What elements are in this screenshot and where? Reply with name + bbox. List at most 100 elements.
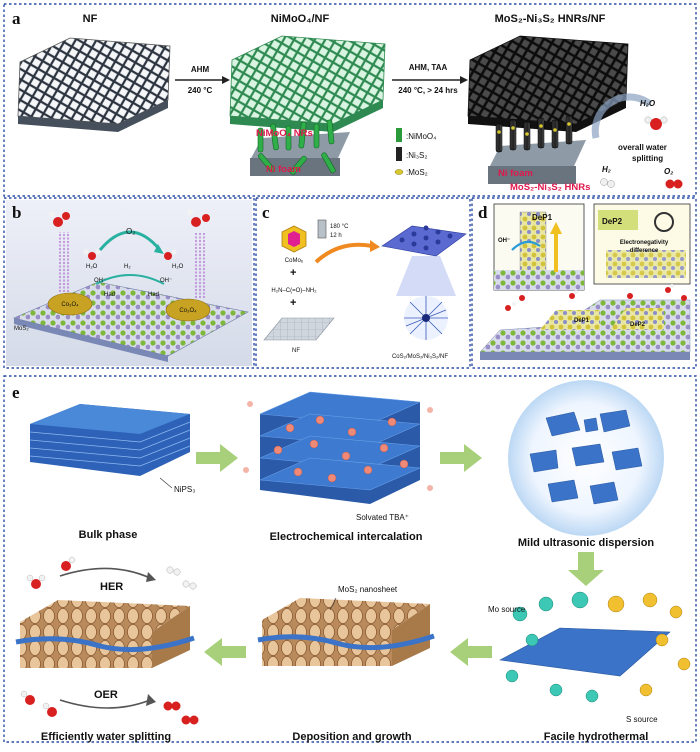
label-co3o4-left: Co₃O₄ — [61, 302, 79, 308]
label-h2: H₂ — [602, 165, 611, 174]
co3o4-right — [165, 298, 211, 322]
label-dep2: DeP2 — [602, 217, 623, 226]
autoclave — [317, 219, 327, 239]
label-urea: H₂N–C(=O)–NH₂ — [271, 288, 317, 294]
como6-cluster — [281, 225, 307, 253]
label-solvated-tba: Solvated TBA⁺ — [356, 513, 409, 522]
panel-e-frame — [3, 375, 697, 743]
h2o-molecule-a — [644, 116, 668, 130]
splitting-block — [15, 600, 195, 668]
legend-nimoo4-label: :NiMoO₄ — [406, 132, 436, 141]
label-cond1: 180 °C — [330, 224, 349, 230]
label-nips3: NiPS₃ — [174, 485, 195, 494]
step2-arrow — [392, 76, 468, 84]
dispersion-sphere — [508, 380, 664, 536]
panel-letter-d: d — [478, 203, 488, 222]
legend-ni3s2 — [396, 147, 402, 161]
legend-nimoo4 — [396, 128, 402, 142]
title-product: MoS₂-Ni₃S₂ HNRs/NF — [495, 13, 606, 25]
label-mos2: MoS₂ — [14, 326, 29, 332]
arrow-e3 — [568, 552, 604, 586]
step-deposition-and-growth: Deposition and growth — [292, 731, 411, 743]
label-h2o: H₂O — [640, 99, 656, 108]
inset-dep1 — [493, 203, 585, 291]
arrow-e5 — [204, 638, 246, 666]
label-h2o-left: H₂O — [86, 264, 98, 270]
panel-letter-b: b — [12, 203, 21, 222]
label-dep1-b: DeP1 — [574, 318, 590, 324]
callout-hnrs: MoS₂-Ni₃S₂ HNRs — [510, 182, 590, 193]
title-nf: NF — [83, 13, 98, 25]
hnrs-rod-schematic — [488, 115, 586, 184]
label-dep2-b: DeP2 — [630, 322, 646, 328]
label-mos2-nanosheet: MoS₂ nanosheet — [338, 585, 398, 594]
label-overall-water: overall water — [618, 143, 667, 152]
nf-foam — [17, 37, 171, 132]
bond-lines — [59, 232, 205, 298]
label-oer: OER — [94, 689, 118, 701]
well-array — [381, 225, 467, 296]
panel-a-frame — [3, 3, 697, 197]
nimoo4-foam — [229, 35, 386, 132]
urchin-nanostructure — [404, 296, 448, 340]
mo-source-particles — [505, 591, 599, 703]
her-arrow — [59, 567, 156, 582]
product-foam — [467, 35, 629, 132]
water-molecules-b — [49, 209, 210, 260]
step1-condition: 240 °C — [188, 86, 213, 95]
label-o2-b: O₂ — [126, 227, 135, 236]
step-efficiently-water-splitting: Efficiently water splitting — [41, 731, 171, 743]
panel-letter-e: e — [12, 383, 20, 402]
intercalation-stack — [243, 391, 433, 504]
c-arrow — [314, 240, 380, 264]
step1-reagent: AHM — [191, 65, 210, 74]
nimoo4-rod-schematic — [250, 119, 350, 176]
callout-ni-foam-2: Ni foam — [498, 168, 533, 179]
callout-nimoo4-nrs: NiMoO₄ NRs — [256, 128, 313, 139]
oer-molecules — [20, 690, 199, 725]
step-bulk-phase: Bulk phase — [79, 529, 138, 541]
panel-letter-a: a — [12, 9, 21, 28]
arrow-e2 — [440, 444, 482, 472]
s-source-particles — [607, 592, 691, 697]
label-difference: difference — [630, 248, 659, 254]
step2-condition: 240 °C, > 24 hrs — [398, 86, 458, 95]
label-o2: O₂ — [664, 167, 673, 176]
title-nimoo4: NiMoO₄/NF — [271, 13, 330, 25]
label-oh-left: OH⁻ — [94, 278, 106, 284]
label-como6: CoMo₆ — [285, 258, 304, 264]
water-splitting-arrow — [591, 93, 653, 139]
step1-arrow — [175, 76, 230, 84]
label-h2-b: H₂ — [124, 264, 131, 270]
plus-2: + — [290, 297, 296, 309]
plus-1: + — [290, 267, 296, 279]
panel-letter-c: c — [262, 203, 270, 222]
hydrothermal-sheet — [499, 627, 671, 677]
label-electronegativity: Electronegativity — [620, 240, 669, 246]
label-co3o4-right: Co₃O₄ — [179, 308, 197, 314]
step-mild-ultrasonic-dispersion: Mild ultrasonic dispersion — [518, 537, 655, 549]
o2-molecule — [665, 179, 683, 189]
her-molecules — [26, 556, 197, 590]
label-cond2: 12 h — [330, 233, 342, 239]
label-dep1: DeP1 — [532, 213, 553, 222]
label-splitting: splitting — [632, 154, 663, 163]
co3o4-left — [47, 292, 93, 316]
callout-ni-foam-1: Ni foam — [266, 164, 301, 175]
inset-dep2 — [593, 203, 691, 285]
label-product-c: CoS₂/MoS₂/Ni₃S₂/NF — [392, 354, 448, 360]
legend-mos2 — [394, 169, 404, 175]
bulk-phase-stack — [29, 404, 191, 476]
legend-mos2-label: :MoS₂ — [406, 168, 428, 177]
label-nf-c: NF — [292, 348, 300, 354]
label-had-left: Had — [104, 292, 115, 298]
label-mo-source: Mo source — [488, 605, 526, 614]
label-h2o-right: H₂O — [172, 264, 184, 270]
h2-molecule — [600, 178, 615, 188]
panel-b-frame — [3, 197, 255, 369]
label-oh-right: OH⁻ — [160, 278, 172, 284]
arrow-e1 — [196, 444, 238, 472]
legend-ni3s2-label: :Ni₃S₂ — [406, 151, 427, 160]
panel-c-frame — [255, 197, 471, 369]
